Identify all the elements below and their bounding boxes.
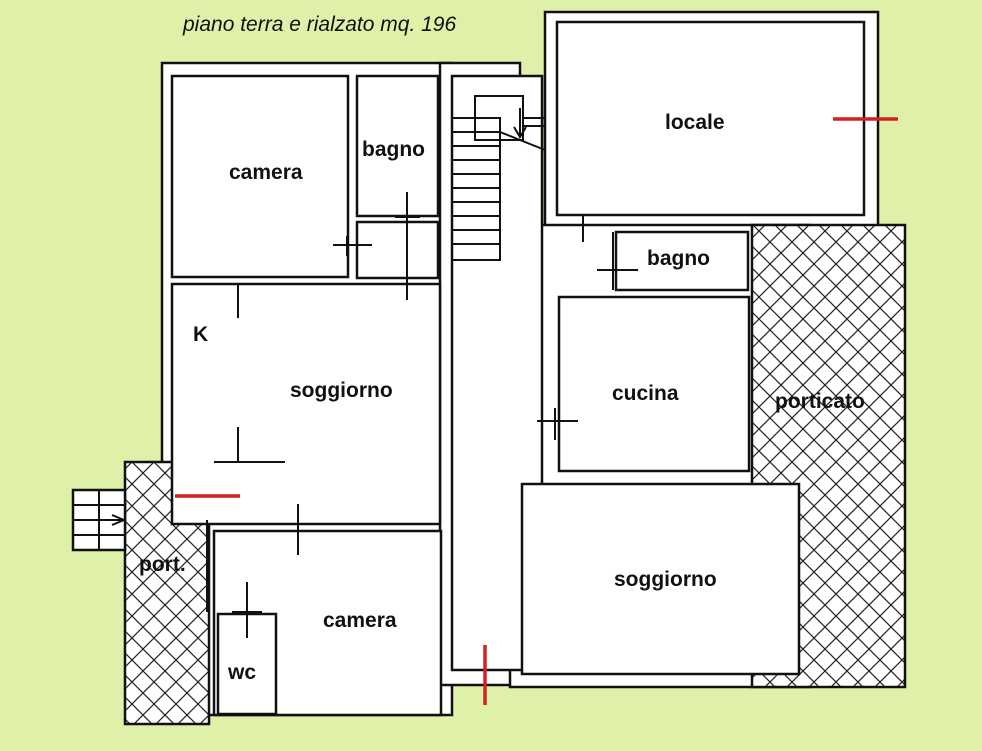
- label-port: port.: [139, 553, 186, 576]
- room-bagno-right: [614, 230, 750, 292]
- room-camera-top: [170, 74, 350, 279]
- room-bagno-left: [355, 74, 440, 218]
- room-soggiorno-right: [520, 482, 801, 676]
- room-hall-left: [355, 220, 440, 280]
- label-porticato: porticato: [775, 390, 865, 413]
- stair: [451, 95, 546, 261]
- label-bagno-left: bagno: [362, 138, 425, 161]
- label-soggiorno-right: soggiorno: [614, 568, 717, 591]
- label-cucina: cucina: [612, 382, 679, 405]
- label-bagno-right: bagno: [647, 247, 710, 270]
- room-soggiorno-left: [170, 282, 442, 526]
- label-wc: wc: [227, 661, 256, 684]
- label-soggiorno-left: soggiorno: [290, 379, 393, 402]
- door-marks: [206, 192, 638, 638]
- room-locale: [555, 20, 866, 217]
- red-markers: [175, 117, 898, 705]
- plan-title: piano terra e rialzato mq. 196: [182, 13, 456, 36]
- label-k: K: [193, 323, 208, 346]
- room-cucina: [557, 295, 751, 473]
- entrance-steps: [71, 488, 127, 552]
- label-locale: locale: [665, 111, 725, 134]
- label-camera-top: camera: [229, 161, 303, 184]
- label-camera-bottom: camera: [323, 609, 397, 632]
